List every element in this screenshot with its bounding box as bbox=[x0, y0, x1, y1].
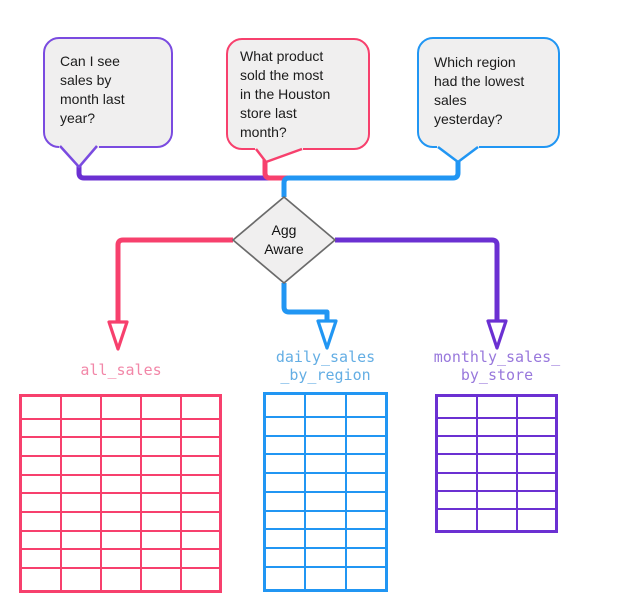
bubble-tail-3 bbox=[437, 144, 479, 164]
table-label-all-sales: all_sales bbox=[80, 361, 162, 379]
table-label-daily-sales-by-region: daily_sales _by_region bbox=[275, 348, 376, 384]
question-bubble-lowest-region: Which region had the lowest sales yester… bbox=[417, 37, 560, 148]
question-bubble-top-product: What product sold the most in the Housto… bbox=[226, 38, 370, 150]
connector-question3 bbox=[281, 161, 461, 197]
connector-question1 bbox=[76, 161, 272, 181]
connector-to-monthly-sales bbox=[335, 237, 500, 321]
table-grid-monthly-sales-by-store bbox=[435, 394, 558, 533]
bubble-tail-2 bbox=[255, 146, 303, 164]
table-grid-all-sales bbox=[19, 394, 222, 593]
connector-to-daily-sales bbox=[281, 283, 330, 321]
connector-question2 bbox=[262, 157, 288, 181]
question-bubble-sales-by-month: Can I see sales by month last year? bbox=[43, 37, 173, 148]
arrowhead-daily-sales bbox=[316, 319, 338, 350]
connector-to-all-sales bbox=[115, 237, 233, 322]
bubble-tail-1 bbox=[59, 144, 99, 169]
table-label-monthly-sales-by-store: monthly_sales_ by_store bbox=[433, 348, 561, 384]
arrowhead-all-sales bbox=[107, 320, 129, 351]
arrowhead-monthly-sales bbox=[486, 319, 508, 350]
table-grid-daily-sales-by-region bbox=[263, 392, 388, 592]
decision-label: Agg Aware bbox=[264, 222, 304, 257]
decision-diamond bbox=[232, 196, 336, 284]
